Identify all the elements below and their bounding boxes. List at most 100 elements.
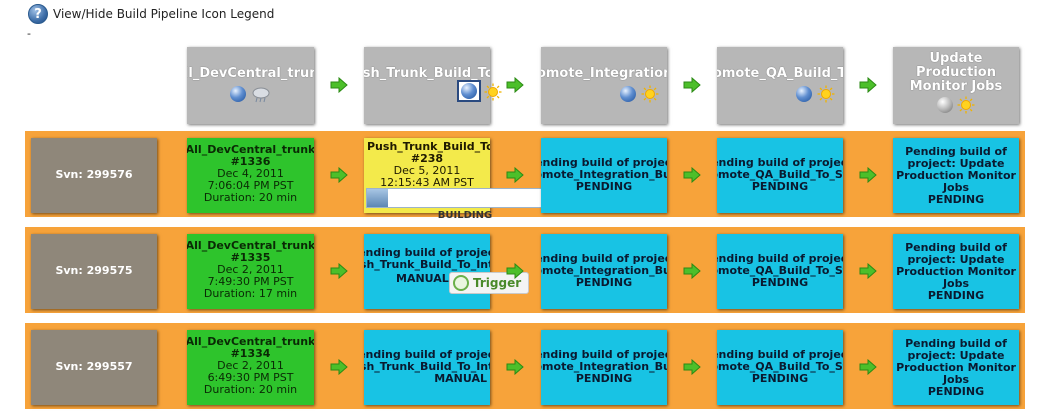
pipeline-arrow-icon	[330, 77, 348, 93]
build-number[interactable]: #1336	[230, 155, 271, 168]
build-job-name[interactable]: All_DevCentral_trunk	[187, 239, 314, 252]
pending-status: PENDING	[751, 372, 809, 385]
pending-status: PENDING	[927, 193, 985, 206]
header-job-name[interactable]: Update Production Monitor Jobs	[909, 51, 1003, 94]
pipeline-arrow-icon	[330, 263, 348, 279]
build-card-pending[interactable]: Pending build of project: Update Product…	[893, 234, 1019, 309]
build-card-pending[interactable]: Pending build of project: Promote_Integr…	[541, 138, 667, 213]
build-card-pending[interactable]: Pending build of project: Promote_QA_Bui…	[717, 138, 843, 213]
build-card-pending[interactable]: Pending build of project: Promote_Integr…	[541, 234, 667, 309]
build-time: 12:15:43 AM PST	[380, 176, 474, 189]
pipeline-arrow-icon	[506, 359, 524, 375]
build-job-name[interactable]: All_DevCentral_trunk	[187, 143, 314, 156]
build-date: Dec 2, 2011	[217, 263, 284, 276]
pending-status: PENDING	[751, 276, 809, 289]
pending-project[interactable]: Promote_Integration_Build_To_QA	[541, 360, 667, 373]
legend-toggle[interactable]: ? View/Hide Build Pipeline Icon Legend	[28, 4, 274, 24]
trigger-label[interactable]: Trigger	[473, 276, 522, 290]
pipeline-arrow-icon	[683, 77, 701, 93]
header-job-name[interactable]: Push_Trunk_Build_To_Integration	[364, 66, 490, 81]
pending-status: PENDING	[575, 276, 633, 289]
build-card-manual[interactable]: Pending build of project: Push_Trunk_Bui…	[364, 234, 490, 309]
sun-icon	[957, 96, 975, 114]
pending-line1: Pending build of project:	[541, 252, 667, 265]
pending-status: PENDING	[927, 385, 985, 398]
revision-label: Svn: 299576	[55, 168, 133, 181]
pending-project[interactable]: Promote_QA_Build_To_Staging	[717, 360, 843, 373]
trigger-button[interactable]: Trigger	[449, 272, 529, 294]
pending-project[interactable]: Push_Trunk_Build_To_Integration	[364, 360, 490, 373]
progress-fill	[367, 189, 388, 207]
build-duration: Duration: 20 min	[203, 383, 298, 396]
pending-line4: Jobs	[942, 277, 970, 290]
pending-line2: project: Update	[907, 349, 1005, 362]
pipeline-arrow-icon	[859, 77, 877, 93]
blue-ball-icon	[230, 86, 247, 102]
header-job-all-devcentral-trunk[interactable]: All_DevCentral_trunk	[187, 47, 314, 124]
revision-card: Svn: 299576	[31, 138, 157, 213]
blue-ball-icon	[796, 86, 813, 102]
pipeline-arrow-icon	[506, 263, 524, 279]
manual-status: MANUAL	[434, 372, 487, 385]
build-status: BUILDING	[437, 210, 493, 221]
pending-line2: project: Update	[907, 157, 1005, 170]
pending-line1: Pending build of project:	[364, 348, 490, 361]
pending-line1: Pending build of project:	[717, 252, 843, 265]
build-time: 6:49:30 PM PST	[207, 371, 294, 384]
pipeline-arrow-icon	[506, 77, 524, 93]
build-card-pending[interactable]: Pending build of project: Promote_Integr…	[541, 330, 667, 405]
pending-project[interactable]: Promote_QA_Build_To_Staging	[717, 264, 843, 277]
pending-status: PENDING	[927, 289, 985, 302]
build-job-name[interactable]: All_DevCentral_trunk	[187, 335, 314, 348]
build-card-pending[interactable]: Pending build of project: Update Product…	[893, 138, 1019, 213]
pending-status: PENDING	[575, 180, 633, 193]
sun-icon	[484, 83, 502, 101]
pending-line1: Pending build of project:	[717, 348, 843, 361]
revision-label: Svn: 299557	[55, 360, 133, 373]
pipeline-arrow-icon	[683, 167, 701, 183]
pending-project[interactable]: Push_Trunk_Build_To_Integration	[364, 258, 490, 271]
trigger-icon	[453, 275, 469, 291]
pending-line4: Jobs	[942, 373, 970, 386]
build-card-success[interactable]: All_DevCentral_trunk #1335 Dec 2, 2011 7…	[187, 234, 314, 309]
pending-line1: Pending build of	[905, 241, 1007, 254]
cloud-icon	[252, 87, 270, 103]
pending-line1: Pending build of	[905, 145, 1007, 158]
header-job-name[interactable]: Promote_QA_Build_To_Staging	[717, 66, 843, 81]
build-card-success[interactable]: All_DevCentral_trunk #1336 Dec 4, 2011 7…	[187, 138, 314, 213]
build-date: Dec 5, 2011	[393, 164, 461, 177]
pending-project[interactable]: Promote_Integration_Build_To_QA	[541, 264, 667, 277]
sun-icon	[817, 85, 835, 103]
header-job-promote-qa[interactable]: Promote_QA_Build_To_Staging	[717, 47, 843, 124]
build-card-success[interactable]: All_DevCentral_trunk #1334 Dec 2, 2011 6…	[187, 330, 314, 405]
build-date: Dec 4, 2011	[217, 167, 284, 180]
build-card-manual[interactable]: Pending build of project: Push_Trunk_Bui…	[364, 330, 490, 405]
pipeline-arrow-icon	[330, 167, 348, 183]
pending-line4: Jobs	[942, 181, 970, 194]
pending-line3: Production Monitor	[896, 265, 1016, 278]
build-card-pending[interactable]: Pending build of project: Update Product…	[893, 330, 1019, 405]
manual-status: MANUAL	[396, 272, 449, 285]
pending-project[interactable]: Promote_Integration_Build_To_QA	[541, 168, 667, 181]
legend-link[interactable]: View/Hide Build Pipeline Icon Legend	[53, 7, 275, 21]
build-date: Dec 2, 2011	[217, 359, 284, 372]
build-number[interactable]: #1334	[230, 347, 271, 360]
help-icon[interactable]: ?	[28, 4, 48, 24]
build-card-pending[interactable]: Pending build of project: Promote_QA_Bui…	[717, 234, 843, 309]
sun-icon	[641, 85, 659, 103]
build-card-pending[interactable]: Pending build of project: Promote_QA_Bui…	[717, 330, 843, 405]
build-number[interactable]: #1335	[230, 251, 271, 264]
header-job-promote-integration[interactable]: Promote_Integration_Build	[541, 47, 667, 124]
build-number[interactable]: #238	[410, 152, 444, 165]
header-job-update-production[interactable]: Update Production Monitor Jobs	[893, 47, 1019, 124]
build-time: 7:06:04 PM PST	[207, 179, 294, 192]
pending-line1: Pending build of	[905, 337, 1007, 350]
build-progress-bar	[366, 188, 558, 208]
selected-job-icon[interactable]	[457, 80, 481, 102]
header-job-name[interactable]: All_DevCentral_trunk	[187, 66, 314, 81]
header-job-name[interactable]: Promote_Integration_Build	[541, 66, 667, 81]
pending-project[interactable]: Promote_QA_Build_To_Staging	[717, 168, 843, 181]
build-job-name[interactable]: Push_Trunk_Build_To_Integration	[367, 140, 490, 153]
pipeline-arrow-icon	[683, 359, 701, 375]
pending-status: PENDING	[575, 372, 633, 385]
